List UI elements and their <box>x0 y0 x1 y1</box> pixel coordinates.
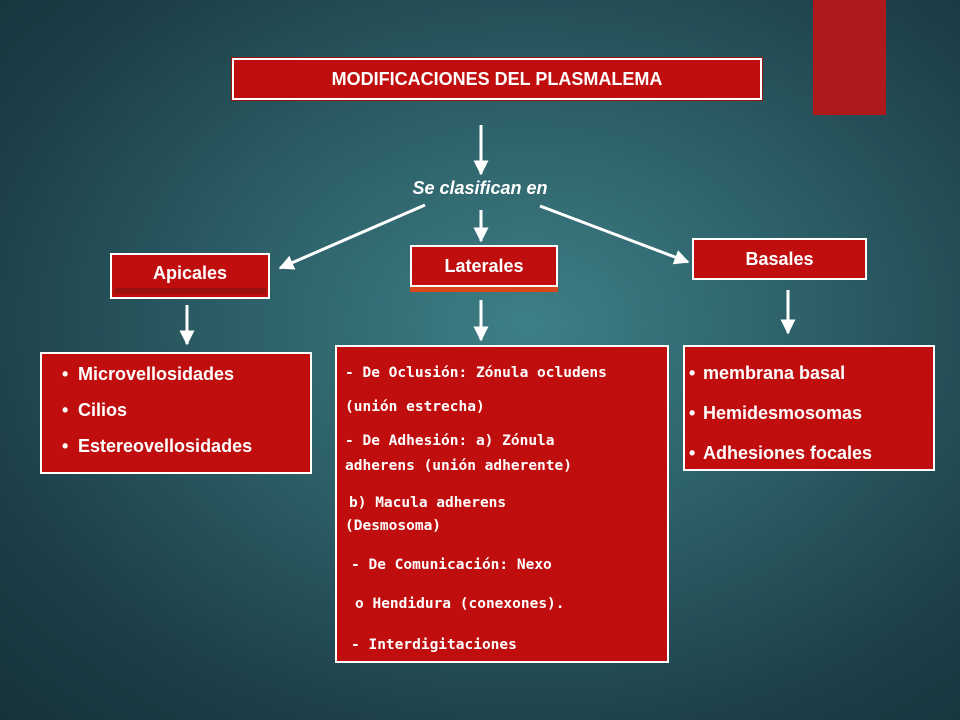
list-item: Cilios <box>60 400 310 436</box>
classification-label: Se clasifican en <box>412 178 548 198</box>
list-item: - De Comunicación: Nexo <box>351 557 552 573</box>
list-item: - De Oclusión: Zónula ocludens <box>345 365 607 381</box>
basales-list: membrana basal Hemidesmosomas Adhesiones… <box>683 345 935 471</box>
category-basales: Basales <box>692 238 867 280</box>
category-apicales-label: Apicales <box>152 262 228 283</box>
category-laterales-label: Laterales <box>444 255 524 276</box>
apicales-list: Microvellosidades Cilios Estereovellosid… <box>40 352 312 474</box>
diagram-title-text: MODIFICACIONES DEL PLASMALEMA <box>331 68 663 89</box>
decorative-red-tab <box>813 0 886 115</box>
list-item: o Hendidura (conexones). <box>355 596 565 612</box>
list-item: Estereovellosidades <box>60 436 310 472</box>
list-item: adherens (unión adherente) <box>345 458 572 474</box>
list-item: membrana basal <box>685 363 933 403</box>
list-item: Adhesiones focales <box>685 443 933 483</box>
category-basales-label: Basales <box>745 248 814 269</box>
category-apicales: Apicales <box>110 253 270 299</box>
list-item: b) Macula adherens <box>349 495 507 511</box>
arrow-to-apicales <box>278 203 426 270</box>
list-item: (unión estrecha) <box>345 399 485 415</box>
list-item: - Interdigitaciones <box>351 637 517 653</box>
list-item: - De Adhesión: a) Zónula <box>345 433 555 449</box>
list-item: (Desmosoma) <box>345 518 442 534</box>
arrow-to-basales <box>539 204 690 265</box>
category-laterales: Laterales <box>410 245 558 292</box>
diagram-title: MODIFICACIONES DEL PLASMALEMA <box>232 58 762 100</box>
list-item: Hemidesmosomas <box>685 403 933 443</box>
list-item: Microvellosidades <box>60 364 310 400</box>
laterales-list: - De Oclusión: Zónula ocludens (unión es… <box>335 345 669 663</box>
